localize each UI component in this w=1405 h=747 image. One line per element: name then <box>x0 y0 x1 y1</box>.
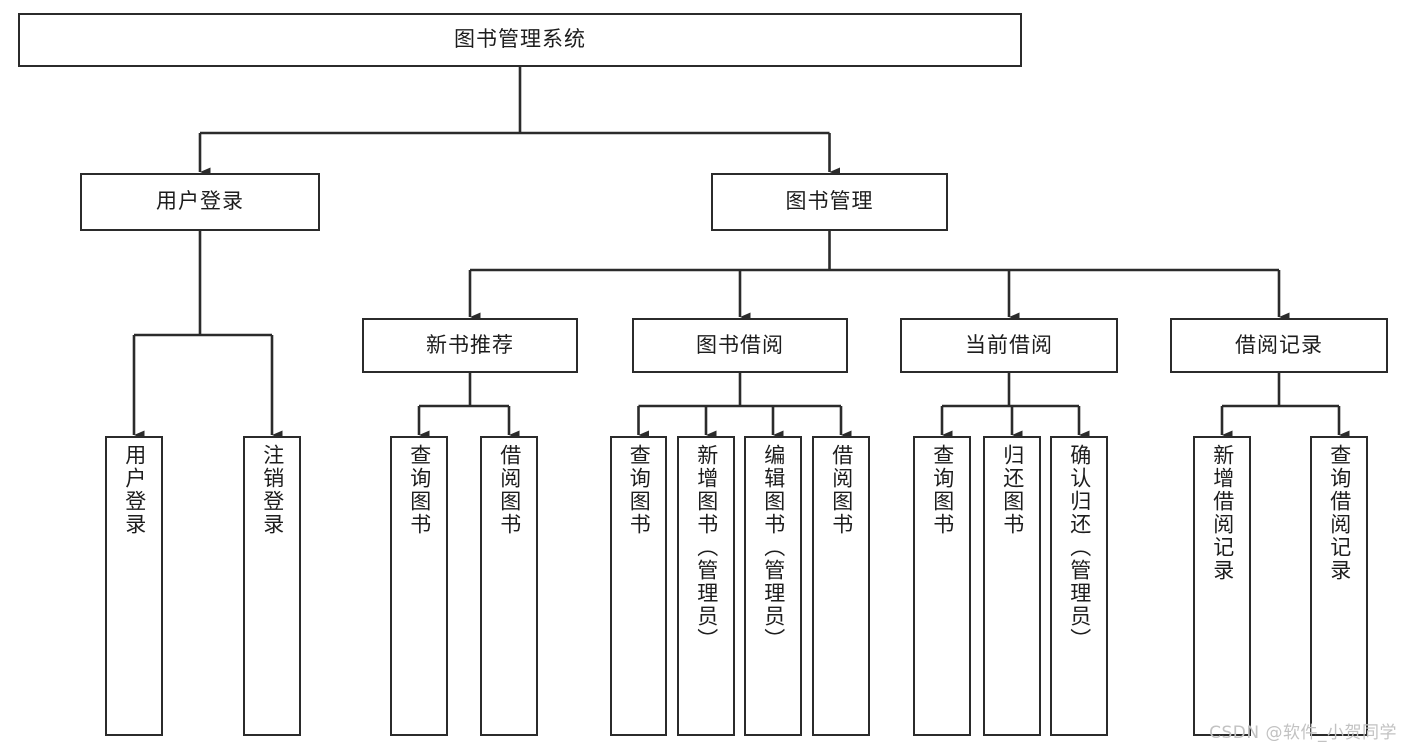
node-label: 借阅图书 <box>829 444 854 536</box>
node-label: 借阅记录 <box>1235 332 1323 357</box>
node-leaf-confirm-return[interactable]: 确认归还（管理员） <box>1050 436 1108 736</box>
node-label: 查询图书 <box>627 444 652 536</box>
node-label: 查询图书 <box>930 444 955 536</box>
node-book-manage[interactable]: 图书管理 <box>711 173 948 231</box>
node-leaf-query-book-2[interactable]: 查询图书 <box>610 436 667 736</box>
node-label: 注销登录 <box>260 444 285 536</box>
node-book-borrow[interactable]: 图书借阅 <box>632 318 848 373</box>
node-label: 用户登录 <box>156 189 244 214</box>
node-leaf-edit-book[interactable]: 编辑图书（管理员） <box>744 436 802 736</box>
node-label: 图书借阅 <box>696 332 784 357</box>
node-label: 借阅图书 <box>497 444 522 536</box>
node-leaf-borrow-book-2[interactable]: 借阅图书 <box>812 436 870 736</box>
node-label: 归还图书 <box>1000 444 1025 536</box>
node-label: 新增借阅记录 <box>1210 444 1235 582</box>
node-current-borrow[interactable]: 当前借阅 <box>900 318 1118 373</box>
node-leaf-add-record[interactable]: 新增借阅记录 <box>1193 436 1251 736</box>
node-leaf-query-book-1[interactable]: 查询图书 <box>390 436 448 736</box>
node-user-login[interactable]: 用户登录 <box>80 173 320 231</box>
node-leaf-logout[interactable]: 注销登录 <box>243 436 301 736</box>
node-leaf-borrow-book-1[interactable]: 借阅图书 <box>480 436 538 736</box>
node-label: 当前借阅 <box>965 332 1053 357</box>
node-leaf-return-book[interactable]: 归还图书 <box>983 436 1041 736</box>
node-leaf-query-book-3[interactable]: 查询图书 <box>913 436 971 736</box>
node-label: 查询借阅记录 <box>1327 444 1352 582</box>
node-label: 确认归还（管理员） <box>1067 444 1092 651</box>
node-label: 查询图书 <box>407 444 432 536</box>
node-borrow-record[interactable]: 借阅记录 <box>1170 318 1388 373</box>
node-label: 用户登录 <box>122 444 147 536</box>
node-leaf-user-login[interactable]: 用户登录 <box>105 436 163 736</box>
node-label: 图书管理 <box>785 189 874 214</box>
node-leaf-add-book[interactable]: 新增图书（管理员） <box>677 436 735 736</box>
node-root[interactable]: 图书管理系统 <box>18 13 1022 67</box>
node-label: 图书管理系统 <box>454 27 586 52</box>
node-label: 新增图书（管理员） <box>694 444 719 651</box>
node-leaf-query-record[interactable]: 查询借阅记录 <box>1310 436 1368 736</box>
node-new-book-rec[interactable]: 新书推荐 <box>362 318 578 373</box>
node-label: 编辑图书（管理员） <box>761 444 786 651</box>
node-label: 新书推荐 <box>426 332 514 357</box>
